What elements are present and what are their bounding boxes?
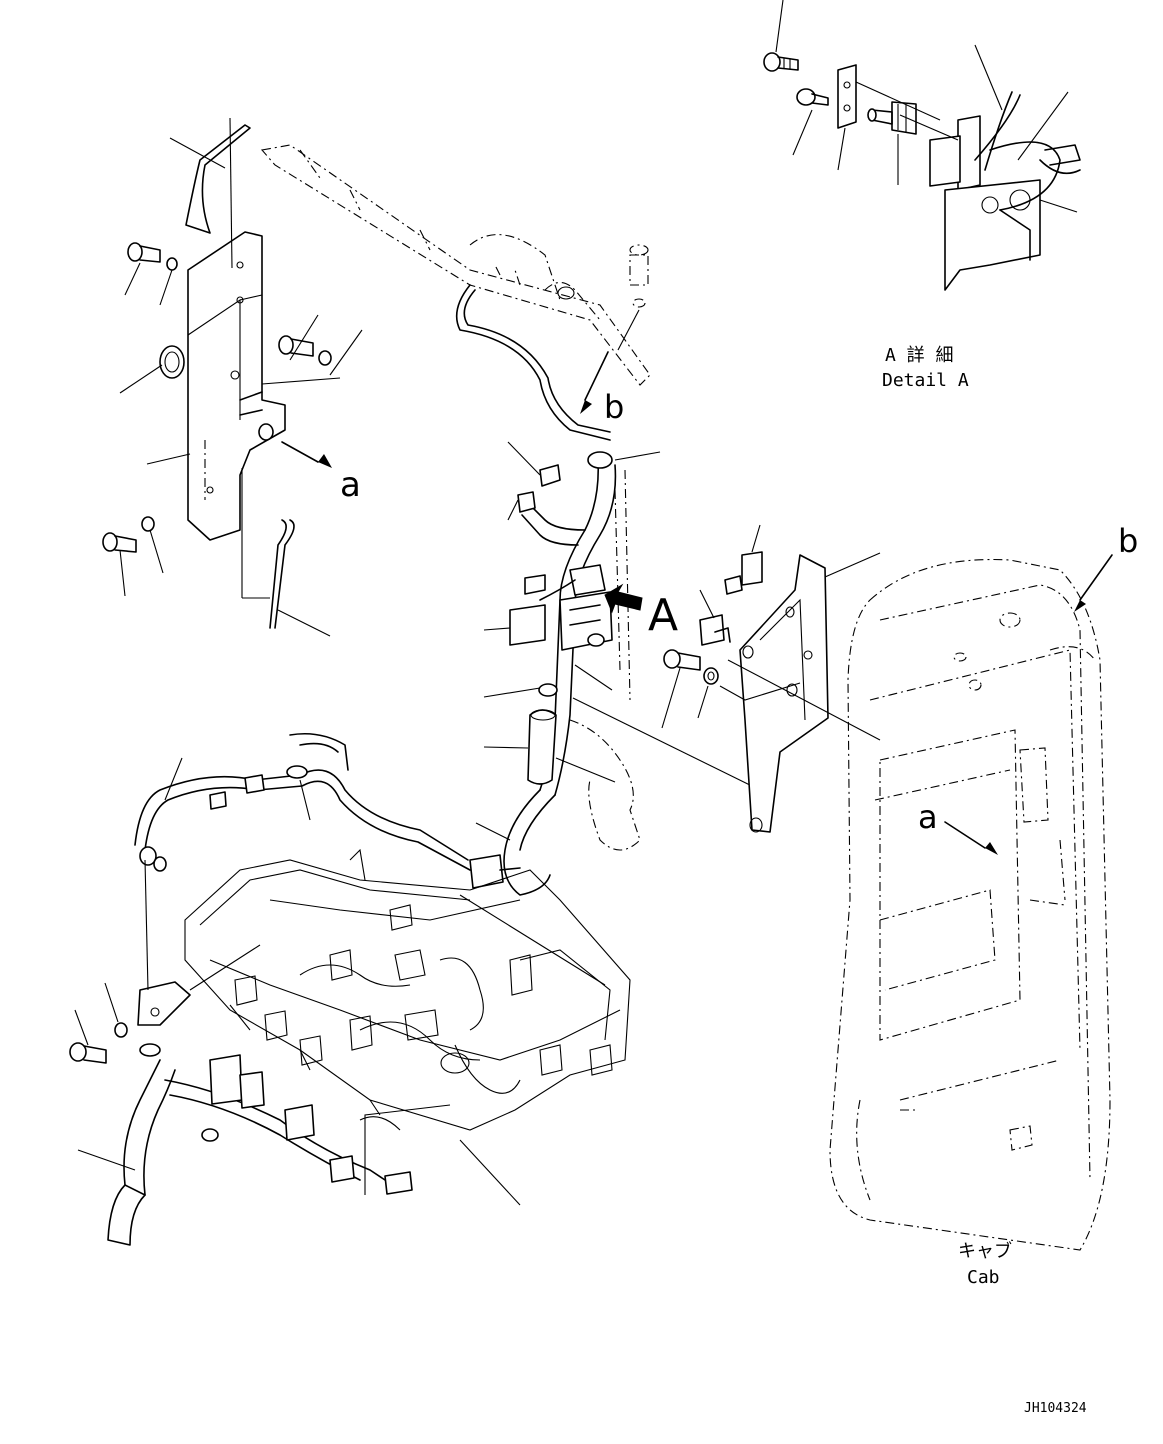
upper-rod [185,124,251,234]
arrow-a [604,583,643,614]
console-cable [455,284,611,441]
marker-b-center: b [604,388,624,426]
toggle-switch [867,101,917,135]
detail-a-jp-label: A 詳 細 [885,345,954,366]
right-bracket-assembly [661,524,881,833]
marker-a-right: a [918,798,938,836]
center-bolt [629,244,649,308]
ground-bolt [69,859,261,1064]
left-bracket-assembly: a [102,117,363,637]
grommet [159,345,185,379]
left-bracket [187,231,286,541]
lower-harness [77,1043,521,1246]
right-bracket [739,554,829,833]
marker-a-left: a [340,465,361,505]
detail-a-bolt [763,52,799,72]
detail-a-plate [837,64,857,129]
bracket-bolt-upper [127,242,178,271]
floor-frame [184,848,631,1131]
bracket-bolt-lower [102,516,155,553]
marker-b-right: b [1118,522,1138,560]
marker-a-upper: A [648,590,678,641]
harness-clamp-top [587,451,613,469]
tube-cover [527,709,557,785]
cab-en-label: Cab [967,1267,1000,1288]
cab-jp-label: キャブ [958,1240,1012,1262]
detail-a-en-label: Detail A [882,370,969,391]
main-harness [459,441,761,986]
floor-harness [134,732,471,872]
cab-frame: キャブ Cab [829,558,1111,1288]
switch-panel-cluster [509,564,613,651]
detail-a-screw [796,88,829,106]
detail-a-group: A 詳 細 Detail A [763,0,1081,391]
drawing-number: JH104324 [1024,1401,1087,1416]
lower-rod [269,519,295,629]
overhead-console [260,144,651,441]
bracket-bolt-middle [278,335,332,366]
switch-block-assembly [929,91,1081,291]
